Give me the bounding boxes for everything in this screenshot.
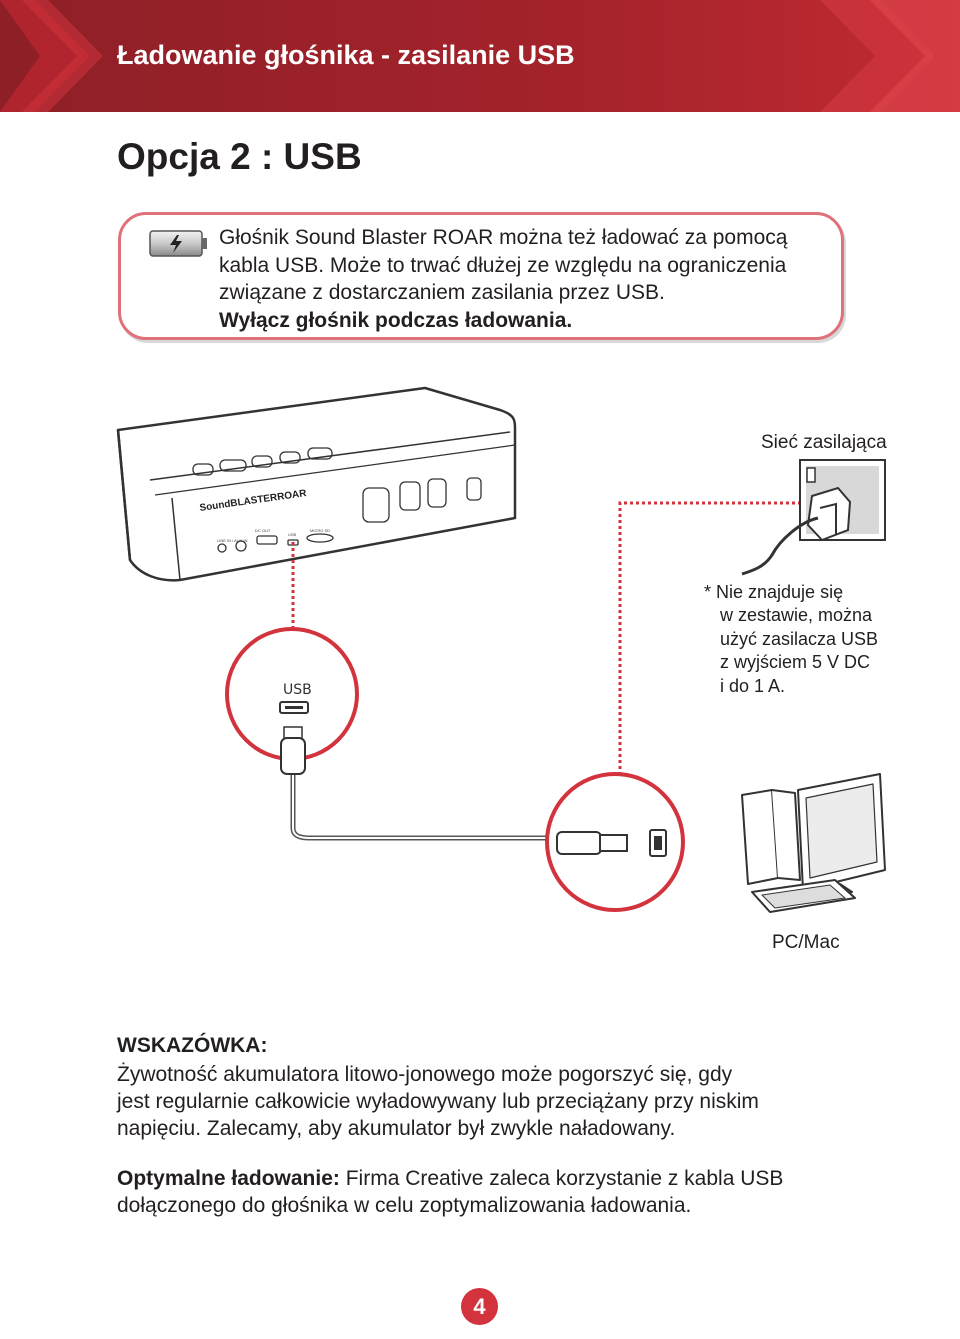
optimal-line2: dołączonego do głośnika w celu zoptymali…	[117, 1194, 692, 1217]
page-header: Ładowanie głośnika - zasilanie USB	[0, 0, 960, 112]
diagram-illustration: SoundBLASTERROAR LINE IN / AUX IN DC OUT…	[116, 386, 886, 913]
speaker-port-label: DC OUT	[255, 528, 271, 533]
power-outlet-illustration	[741, 459, 886, 576]
usb-cable	[280, 726, 560, 841]
option-title: Opcja 2 : USB	[117, 136, 362, 177]
tip-title: WSKAZÓWKA:	[117, 1034, 268, 1057]
optimal-first-line: Optymalne ładowanie: Firma Creative zale…	[117, 1165, 783, 1192]
disclaimer-line: * Nie znajduje się	[704, 582, 844, 602]
disclaimer-line: z wyjściem 5 V DC	[720, 652, 871, 673]
connection-diagram: SoundBLASTERROAR LINE IN / AUX IN DC OUT…	[0, 370, 960, 970]
tip-line: jest regularnie całkowicie wyładowywany …	[117, 1090, 759, 1113]
speaker-illustration	[116, 386, 517, 582]
tip-line: Żywotność akumulatora litowo-jonowego mo…	[117, 1063, 733, 1086]
speaker-port-label: LINE IN / AUX IN	[217, 538, 248, 543]
note-text: Głośnik Sound Blaster ROAR można też ład…	[219, 224, 839, 334]
usb-port-callout	[225, 627, 359, 761]
note-bold-line: Wyłącz głośnik podczas ładowania.	[219, 308, 573, 332]
note-line: Głośnik Sound Blaster ROAR można też ład…	[219, 226, 788, 249]
page-number: 4	[461, 1288, 498, 1325]
usb-callout-label: USB	[283, 682, 312, 698]
computer-usb-callout	[545, 772, 685, 912]
tip-line: napięciu. Zalecamy, aby akumulator był z…	[117, 1117, 676, 1140]
note-box: Głośnik Sound Blaster ROAR można też ład…	[118, 212, 844, 340]
note-line: związane z dostarczaniem zasilania przez…	[219, 281, 665, 304]
note-line: kabla USB. Może to trwać dłużej ze wzglę…	[219, 253, 787, 277]
computer-illustration	[741, 773, 886, 913]
optimal-label: Optymalne ładowanie:	[117, 1167, 340, 1190]
battery-charging-icon	[149, 229, 209, 264]
disclaimer-line: i do 1 A.	[720, 675, 786, 696]
pc-label: PC/Mac	[772, 932, 840, 953]
tip-text: Żywotność akumulatora litowo-jonowego mo…	[117, 1061, 759, 1142]
optimal-line1: Firma Creative zaleca korzystanie z kabl…	[339, 1167, 784, 1190]
header-chevrons	[0, 0, 960, 112]
power-outlet-label: Sieć zasilająca	[761, 432, 887, 453]
adapter-disclaimer: * Nie znajduje się w zestawie, można uży…	[704, 581, 878, 698]
speaker-port-label: MICRO SD	[310, 528, 330, 533]
speaker-port-label: USB	[288, 532, 297, 537]
disclaimer-line: w zestawie, można	[720, 605, 873, 626]
leader-lines	[291, 501, 805, 775]
optimal-charging: Optymalne ładowanie: Firma Creative zale…	[117, 1165, 783, 1219]
disclaimer-line: użyć zasilacza USB	[720, 628, 879, 649]
header-title: Ładowanie głośnika - zasilanie USB	[117, 40, 575, 70]
